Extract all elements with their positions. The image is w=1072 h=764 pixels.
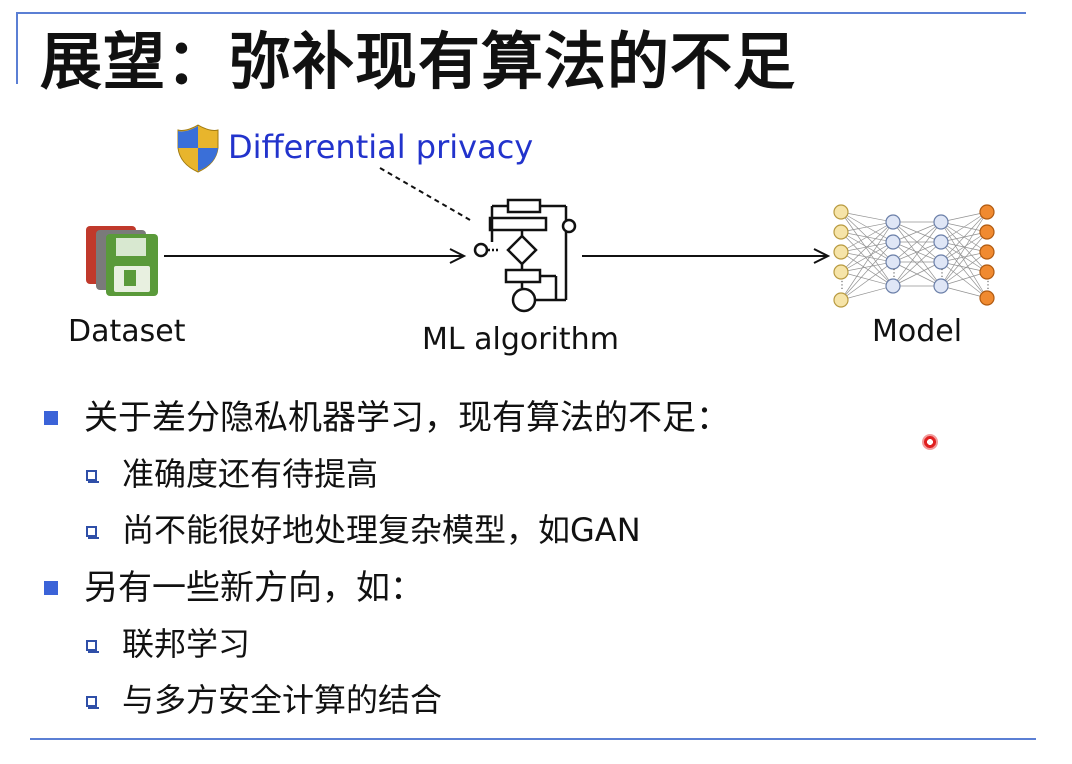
svg-text:⋮: ⋮ [983, 280, 993, 291]
differential-privacy-label: Differential privacy [228, 128, 534, 166]
svg-text:⋮: ⋮ [837, 280, 847, 291]
ml-algorithm-label: ML algorithm [422, 322, 619, 357]
sub-bullet-item: 联邦学习 [122, 625, 251, 663]
neural-network-icon: ⋮ ⋮ ⋮ ⋮ [833, 204, 995, 308]
model-label: Model [872, 314, 963, 349]
sub-bullet-item: 尚不能很好地处理复杂模型，如GAN [122, 511, 641, 549]
sub-bullet-item: 准确度还有待提高 [122, 455, 379, 493]
dataset-icon [86, 226, 158, 296]
sub-bullet-marker [86, 640, 99, 653]
laser-pointer-dot [922, 434, 938, 450]
top-rule [16, 12, 1026, 14]
sub-bullet-item: 与多方安全计算的结合 [122, 681, 443, 719]
bottom-rule [30, 738, 1036, 740]
privacy-connector [379, 167, 471, 221]
sub-bullet-marker [86, 470, 99, 483]
bullet-marker [44, 581, 58, 595]
bullet-item: 关于差分隐私机器学习，现有算法的不足： [84, 398, 730, 438]
slide-title: 展望：弥补现有算法的不足 [40, 25, 797, 98]
bullet-item: 另有一些新方向，如： [84, 568, 424, 608]
bullet-marker [44, 411, 58, 425]
sub-bullet-marker [86, 696, 99, 709]
title-tick [16, 12, 18, 84]
svg-text:⋮: ⋮ [937, 268, 947, 279]
shield-icon [177, 124, 219, 173]
flowchart-icon [473, 198, 577, 313]
svg-text:⋮: ⋮ [889, 268, 899, 279]
dataset-label: Dataset [68, 314, 186, 349]
sub-bullet-marker [86, 526, 99, 539]
